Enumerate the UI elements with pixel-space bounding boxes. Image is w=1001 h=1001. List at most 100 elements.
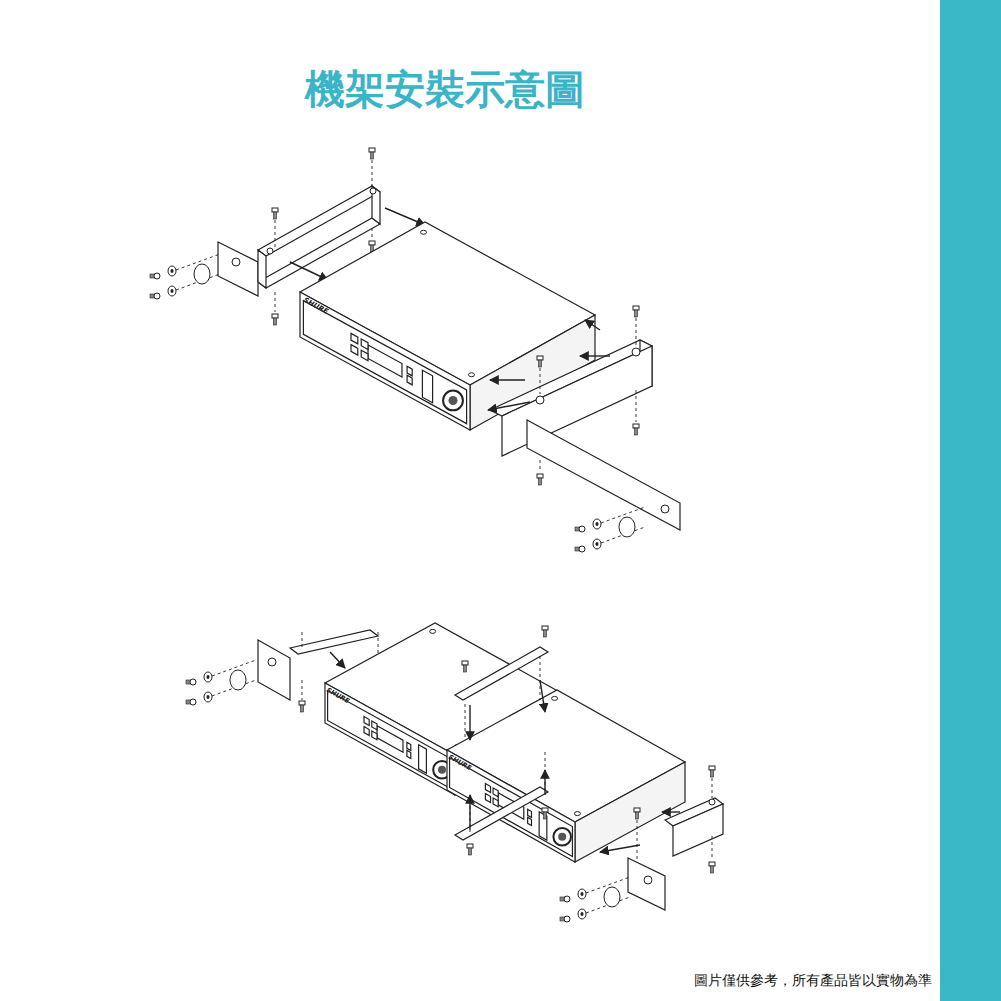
rack-ear xyxy=(258,640,290,700)
assembly-arrow xyxy=(469,705,470,740)
slot xyxy=(539,812,547,840)
joining-plate xyxy=(455,787,548,840)
assembly-arrow xyxy=(662,811,680,812)
guide-line xyxy=(540,368,541,394)
button xyxy=(485,784,490,793)
drawing xyxy=(150,148,723,922)
guide-line xyxy=(637,820,638,860)
assembly-arrow xyxy=(488,402,530,410)
assembly-arrow xyxy=(580,355,610,356)
rack-ear xyxy=(628,858,665,910)
guide-line xyxy=(465,704,466,740)
button xyxy=(351,333,358,343)
screw xyxy=(542,808,548,819)
guide-line xyxy=(275,220,276,248)
screw xyxy=(575,546,585,552)
screw xyxy=(542,626,548,637)
front-panel xyxy=(328,690,453,789)
guide-line xyxy=(372,228,373,240)
guide-line xyxy=(540,460,541,472)
washer xyxy=(578,889,586,899)
hole xyxy=(430,629,436,633)
washer xyxy=(168,266,176,276)
button xyxy=(351,345,358,355)
hole xyxy=(421,230,427,234)
assembly-arrow xyxy=(490,379,525,380)
guide-line xyxy=(712,778,713,798)
screw xyxy=(272,314,278,325)
washer-hole xyxy=(596,542,599,546)
button xyxy=(485,794,490,803)
front-panel xyxy=(450,757,573,856)
screw xyxy=(272,208,278,219)
hole-cap xyxy=(194,264,210,284)
guide-line xyxy=(275,292,276,312)
knob-center xyxy=(438,766,446,774)
guide-line xyxy=(540,656,541,700)
assembly-arrow xyxy=(544,770,545,795)
hole xyxy=(574,812,580,816)
button xyxy=(372,721,377,730)
screw xyxy=(186,699,196,705)
hole-cap xyxy=(619,517,635,537)
caption: 圖片僅供參考，所有產品皆以實物為準 xyxy=(694,972,932,990)
screw xyxy=(709,862,715,873)
button xyxy=(361,350,368,360)
rack-ear-long xyxy=(527,420,680,530)
device-front xyxy=(325,683,455,795)
screw xyxy=(633,424,639,435)
washer xyxy=(168,286,176,296)
knob xyxy=(553,828,571,846)
button xyxy=(493,788,498,797)
bracket-rail xyxy=(290,630,378,654)
screw xyxy=(633,306,639,317)
button xyxy=(528,809,532,817)
guide-line xyxy=(372,160,373,186)
screw xyxy=(462,661,468,672)
washer xyxy=(593,539,601,549)
hole-cap xyxy=(230,670,246,690)
guide-line xyxy=(636,390,637,422)
assembly-arrow xyxy=(385,208,425,225)
hole-cap xyxy=(604,887,620,907)
screw xyxy=(369,148,375,159)
front-panel xyxy=(303,301,466,424)
bracket-rail xyxy=(258,186,380,256)
hole xyxy=(469,373,475,377)
screw xyxy=(467,844,473,855)
hole xyxy=(552,696,558,700)
assembly-arrow xyxy=(290,262,328,280)
washer-hole xyxy=(171,289,174,293)
washer-hole xyxy=(581,892,584,896)
washer xyxy=(204,672,212,682)
button xyxy=(364,727,369,736)
button xyxy=(361,339,368,349)
display xyxy=(377,726,403,752)
screw xyxy=(186,679,196,685)
button xyxy=(407,375,412,385)
screw xyxy=(575,526,585,532)
screw xyxy=(560,896,570,902)
guide-line xyxy=(636,318,637,346)
washer xyxy=(593,519,601,529)
guide-line xyxy=(712,836,713,860)
knob xyxy=(443,391,463,411)
joining-plate xyxy=(455,647,548,700)
bracket-side xyxy=(502,346,652,456)
button xyxy=(528,817,532,825)
assembly-arrow xyxy=(540,680,545,712)
button xyxy=(372,731,377,740)
screw xyxy=(537,474,543,485)
washer-hole xyxy=(581,912,584,916)
slot xyxy=(422,370,432,403)
assembly-arrow xyxy=(585,320,600,330)
assembly-arrow xyxy=(469,795,470,830)
guide-line xyxy=(302,680,303,700)
rack-ear xyxy=(218,242,258,296)
button xyxy=(407,750,411,758)
washer-hole xyxy=(207,675,210,679)
button xyxy=(364,717,369,726)
device-side xyxy=(575,762,685,862)
